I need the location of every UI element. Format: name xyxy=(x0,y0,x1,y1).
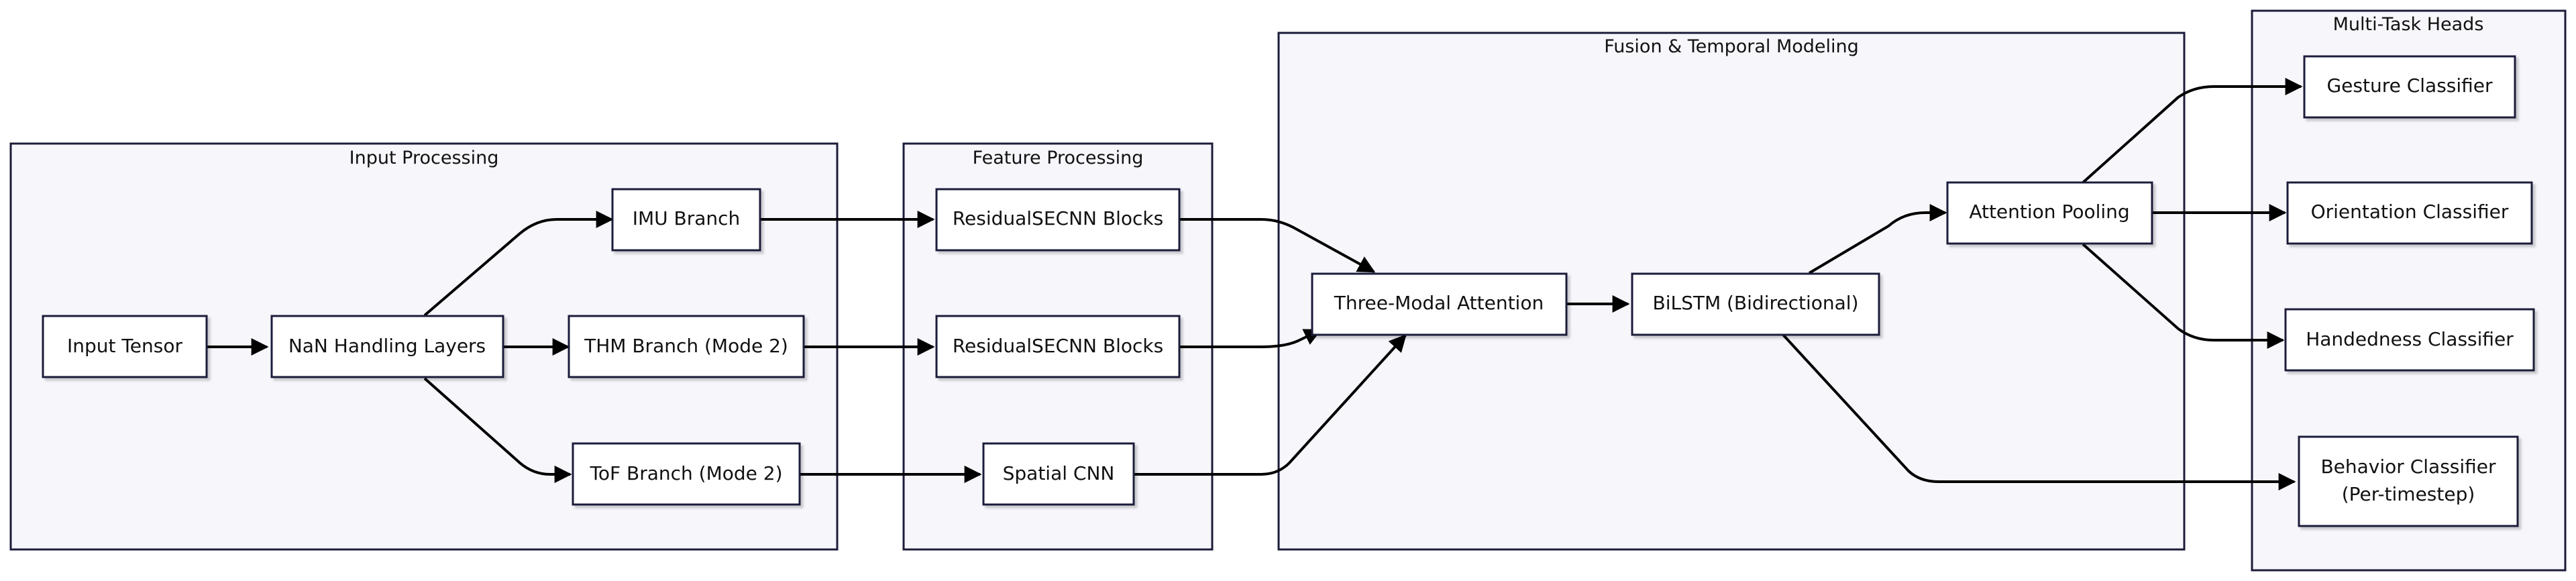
edge-spatial-to-attention xyxy=(1134,334,1407,476)
node-behavior-classifier: Behavior Classifier (Per-timestep) xyxy=(2298,435,2519,527)
node-residual-secnn-1: ResidualSECNN Blocks xyxy=(935,188,1181,252)
node-residual-secnn-2-label: ResidualSECNN Blocks xyxy=(953,335,1163,357)
node-handedness-classifier-label: Handedness Classifier xyxy=(2306,328,2514,350)
edge-bilstm-to-pooling xyxy=(1808,204,1947,274)
node-spatial-cnn: Spatial CNN xyxy=(982,442,1135,506)
node-thm-branch: THM Branch (Mode 2) xyxy=(568,315,805,378)
node-behavior-classifier-label-line2: (Per-timestep) xyxy=(2342,483,2475,505)
node-tof-branch-label: ToF Branch (Mode 2) xyxy=(590,462,783,484)
cluster-feature-processing-label: Feature Processing xyxy=(973,148,1144,168)
cluster-multi-task-heads-label: Multi-Task Heads xyxy=(2333,14,2484,35)
node-spatial-cnn-label: Spatial CNN xyxy=(1003,462,1115,484)
node-nan-handling: NaN Handling Layers xyxy=(270,315,504,378)
node-input-tensor: Input Tensor xyxy=(42,315,208,378)
node-tof-branch: ToF Branch (Mode 2) xyxy=(572,442,801,506)
node-thm-branch-label: THM Branch (Mode 2) xyxy=(584,335,788,357)
node-gesture-classifier: Gesture Classifier xyxy=(2303,55,2516,119)
node-orientation-classifier: Orientation Classifier xyxy=(2286,181,2533,245)
cluster-input-processing-label: Input Processing xyxy=(350,148,499,168)
node-behavior-classifier-label-line1: Behavior Classifier xyxy=(2320,456,2496,478)
node-bilstm: BiLSTM (Bidirectional) xyxy=(1631,272,1880,336)
edge-residual1-to-attention xyxy=(1179,218,1376,273)
node-attention-pooling-label: Attention Pooling xyxy=(1969,201,2129,223)
edge-pooling-to-handedness xyxy=(2082,243,2285,349)
node-residual-secnn-2: ResidualSECNN Blocks xyxy=(935,315,1181,378)
node-gesture-classifier-label: Gesture Classifier xyxy=(2326,74,2493,97)
node-input-tensor-label: Input Tensor xyxy=(67,335,182,357)
edge-nan-to-imu xyxy=(423,211,614,317)
cluster-fusion-temporal-label: Fusion & Temporal Modeling xyxy=(1604,36,1859,57)
edges xyxy=(207,78,2303,490)
node-bilstm-label: BiLSTM (Bidirectional) xyxy=(1652,292,1858,314)
node-orientation-classifier-label: Orientation Classifier xyxy=(2311,201,2509,223)
node-imu-branch-label: IMU Branch xyxy=(633,207,741,229)
node-attention-pooling: Attention Pooling xyxy=(1946,181,2153,245)
edge-pooling-to-gesture xyxy=(2082,78,2303,184)
node-handedness-classifier: Handedness Classifier xyxy=(2284,308,2535,372)
node-imu-branch: IMU Branch xyxy=(611,188,761,252)
node-nan-handling-label: NaN Handling Layers xyxy=(288,335,486,357)
node-residual-secnn-1-label: ResidualSECNN Blocks xyxy=(953,207,1163,229)
edge-bilstm-to-behavior xyxy=(1782,333,2296,490)
node-three-modal-attention: Three-Modal Attention xyxy=(1311,272,1568,336)
edge-nan-to-tof xyxy=(423,377,572,483)
node-three-modal-attention-label: Three-Modal Attention xyxy=(1334,292,1544,314)
edge-residual2-to-attention xyxy=(1179,329,1322,348)
